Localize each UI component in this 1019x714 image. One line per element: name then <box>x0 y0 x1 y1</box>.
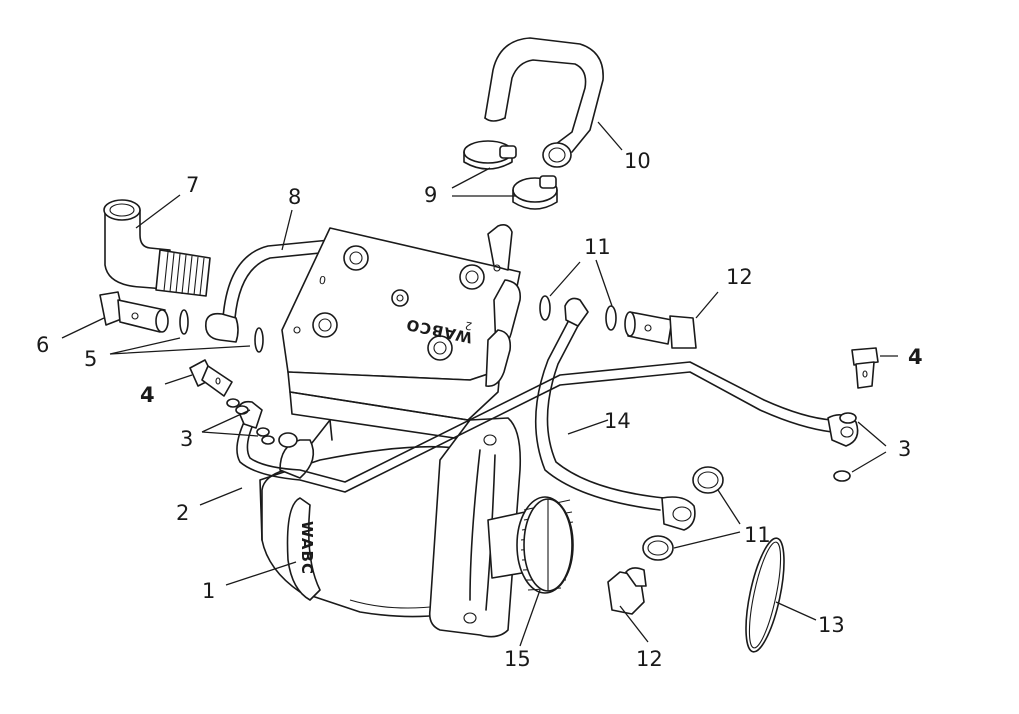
part-9-hose-clamps <box>463 140 558 210</box>
cylinder-head-cover: WABCO 0 2 <box>281 224 522 441</box>
callout-11-bottom: 11 <box>744 523 771 547</box>
callout-9: 9 <box>424 183 437 207</box>
callout-12-top: 12 <box>726 265 753 289</box>
part-7-elbow-fitting <box>103 199 211 297</box>
leader-lines <box>61 121 898 647</box>
part-11-seal-rings <box>539 295 724 561</box>
callout-6: 6 <box>36 333 49 357</box>
port-mark-left: 0 <box>318 273 327 287</box>
callout-2: 2 <box>176 501 189 525</box>
callout-14: 14 <box>604 409 631 433</box>
callout-10: 10 <box>624 149 651 173</box>
compressor-flange <box>428 417 522 638</box>
callout-numbers: 1 2 3 4 5 6 7 8 9 10 11 12 4 3 14 11 13 … <box>36 149 923 671</box>
part-13-o-ring <box>745 537 785 653</box>
part-12-bolt-top <box>624 311 697 349</box>
callout-4-right: 4 <box>908 345 923 369</box>
callout-7: 7 <box>186 173 199 197</box>
part-4-banjo-bolt-left <box>189 359 233 397</box>
part-12-plug-bottom <box>607 567 647 615</box>
cover-bolt-heads <box>293 245 501 361</box>
callout-5: 5 <box>84 347 97 371</box>
callout-13: 13 <box>818 613 845 637</box>
callout-3-left: 3 <box>180 427 193 451</box>
port-mark-right: 2 <box>464 319 473 333</box>
callout-15: 15 <box>504 647 531 671</box>
callout-8: 8 <box>288 185 301 209</box>
part-10-hose <box>484 37 604 168</box>
part-5-seal-rings <box>179 309 264 353</box>
housing-brand-label: WABC <box>298 521 316 575</box>
callout-12-bottom: 12 <box>636 647 663 671</box>
part-4-banjo-bolt-right <box>851 347 879 389</box>
part-3-washers-right <box>833 412 857 482</box>
callout-11-top: 11 <box>584 235 611 259</box>
part-15-drive-gear <box>487 496 574 594</box>
callout-1: 1 <box>202 579 215 603</box>
callout-4-left: 4 <box>140 383 155 407</box>
part-8-pipe <box>204 239 331 343</box>
part-6-banjo-bolt <box>99 291 169 333</box>
callout-3-right: 3 <box>898 437 911 461</box>
